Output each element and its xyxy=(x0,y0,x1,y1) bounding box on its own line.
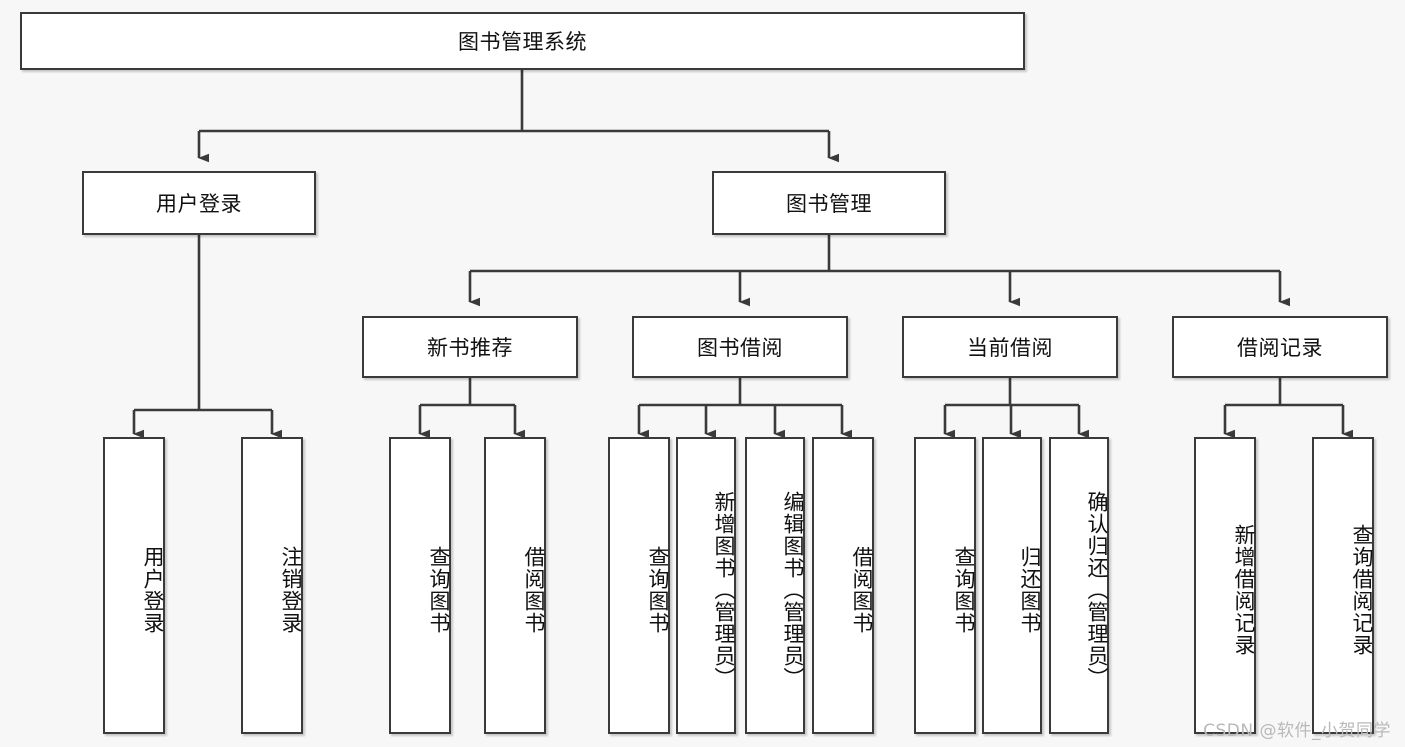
leaf-current-borrow-3-label: 确认归还（管理员） xyxy=(1085,490,1109,689)
node-book-borrow-label: 图书借阅 xyxy=(697,336,783,360)
leaf-borrow-record-2[interactable]: 查询借阅记录 xyxy=(1312,437,1374,734)
leaf-new-book-recommend-2[interactable]: 借阅图书 xyxy=(484,437,546,734)
node-user-login-label: 用户登录 xyxy=(156,192,242,216)
leaf-user-login-2[interactable]: 注销登录 xyxy=(241,437,303,734)
node-book-management[interactable]: 图书管理 xyxy=(712,171,946,235)
leaf-book-borrow-2[interactable]: 新增图书（管理员） xyxy=(676,437,736,734)
leaf-user-login-2-label: 注销登录 xyxy=(279,545,303,634)
node-root-label: 图书管理系统 xyxy=(458,30,587,54)
leaf-current-borrow-1-label: 查询图书 xyxy=(952,545,976,634)
node-current-borrow[interactable]: 当前借阅 xyxy=(902,316,1118,378)
node-current-borrow-label: 当前借阅 xyxy=(967,336,1053,360)
leaf-new-book-recommend-1[interactable]: 查询图书 xyxy=(389,437,451,734)
leaf-new-book-recommend-2-label: 借阅图书 xyxy=(522,545,546,634)
node-book-management-label: 图书管理 xyxy=(786,192,872,216)
leaf-book-borrow-1-label: 查询图书 xyxy=(646,545,670,634)
node-borrow-record-label: 借阅记录 xyxy=(1237,336,1323,360)
leaf-borrow-record-1-label: 新增借阅记录 xyxy=(1232,523,1256,656)
leaf-borrow-record-1[interactable]: 新增借阅记录 xyxy=(1194,437,1256,734)
leaf-user-login-1[interactable]: 用户登录 xyxy=(103,437,165,734)
node-book-borrow[interactable]: 图书借阅 xyxy=(632,316,848,378)
leaf-book-borrow-3-label: 编辑图书（管理员） xyxy=(781,490,805,689)
node-new-book-recommend[interactable]: 新书推荐 xyxy=(362,316,578,378)
leaf-book-borrow-4-label: 借阅图书 xyxy=(850,545,874,634)
leaf-book-borrow-3[interactable]: 编辑图书（管理员） xyxy=(745,437,805,734)
leaf-new-book-recommend-1-label: 查询图书 xyxy=(427,545,451,634)
leaf-user-login-1-label: 用户登录 xyxy=(141,545,165,634)
leaf-current-borrow-2-label: 归还图书 xyxy=(1018,545,1042,634)
leaf-current-borrow-3[interactable]: 确认归还（管理员） xyxy=(1049,437,1109,734)
leaf-current-borrow-1[interactable]: 查询图书 xyxy=(914,437,976,734)
node-root[interactable]: 图书管理系统 xyxy=(20,12,1025,70)
leaf-book-borrow-4[interactable]: 借阅图书 xyxy=(812,437,874,734)
leaf-current-borrow-2[interactable]: 归还图书 xyxy=(982,437,1042,734)
watermark: CSDN @软件_小贺同学 xyxy=(1203,721,1391,741)
node-borrow-record[interactable]: 借阅记录 xyxy=(1172,316,1388,378)
leaf-book-borrow-1[interactable]: 查询图书 xyxy=(608,437,670,734)
node-user-login[interactable]: 用户登录 xyxy=(82,171,316,235)
node-new-book-recommend-label: 新书推荐 xyxy=(427,336,513,360)
leaf-book-borrow-2-label: 新增图书（管理员） xyxy=(712,490,736,689)
leaf-borrow-record-2-label: 查询借阅记录 xyxy=(1350,523,1374,656)
